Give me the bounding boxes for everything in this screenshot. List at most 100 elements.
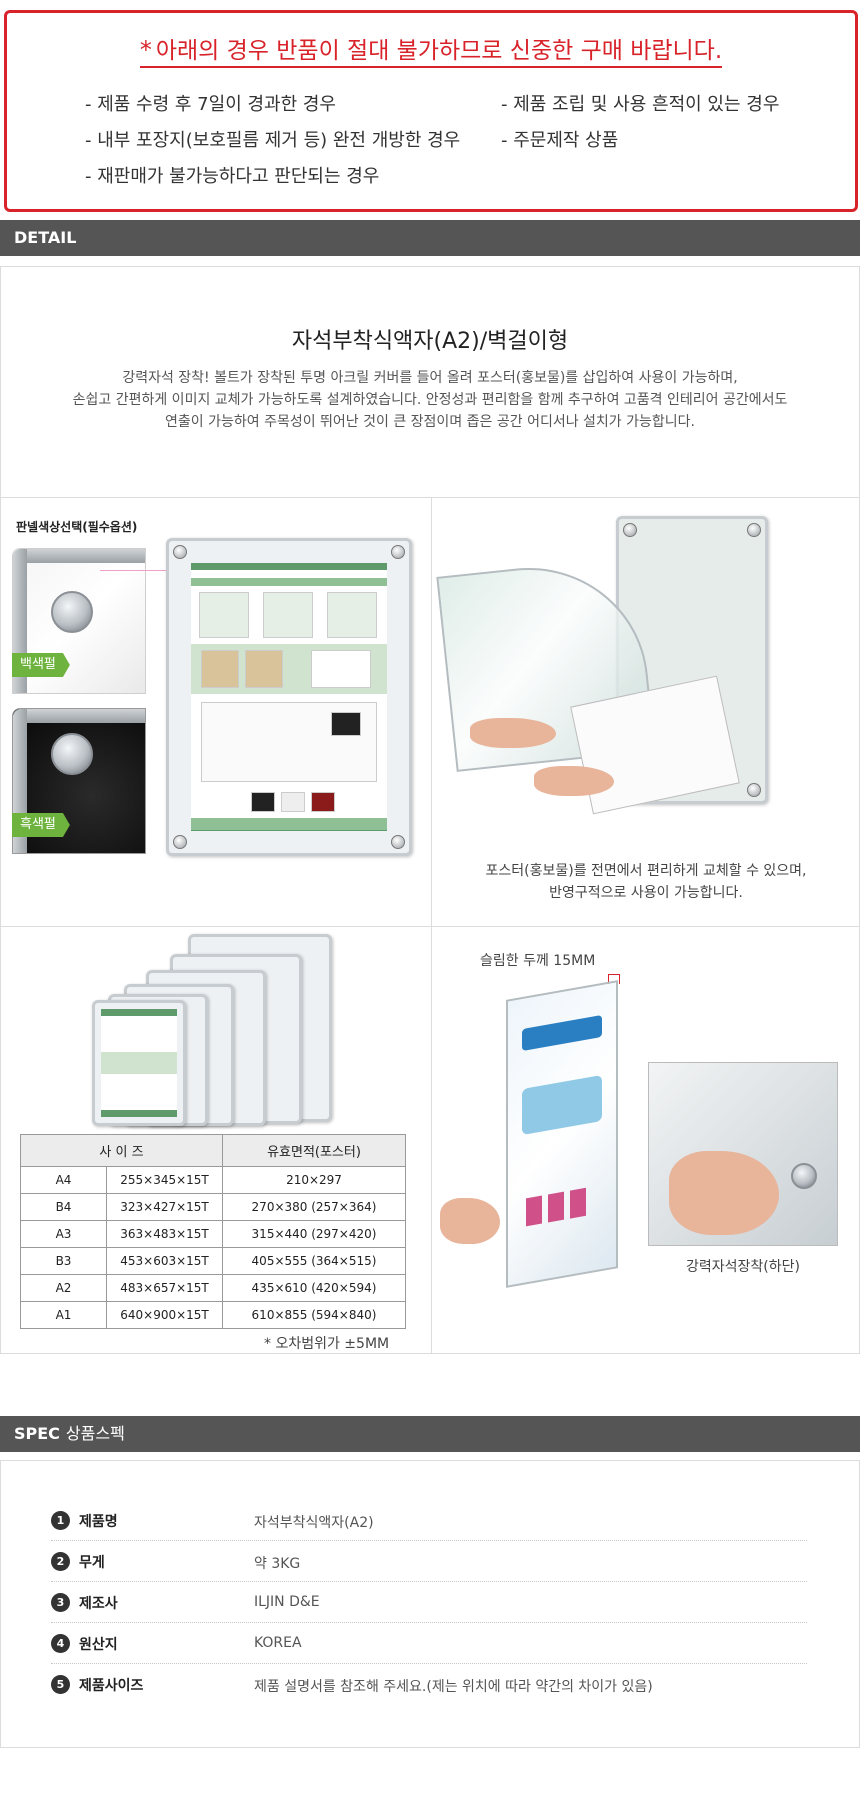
size-effective-area: 405×555 (364×515) xyxy=(222,1247,406,1275)
black-pearl-label: 흑색펄 xyxy=(12,813,70,837)
size-dimension: 453×603×15T xyxy=(106,1247,223,1275)
notice-item-2: - 제품 조립 및 사용 흔적이 있는 경우 xyxy=(501,94,780,115)
size-header: 사 이 즈 xyxy=(20,1134,223,1167)
table-row: A4 255×345×15T 210×297 xyxy=(20,1166,406,1194)
detail-section-bar: DETAIL xyxy=(0,220,860,256)
spec-label: 무게 xyxy=(79,1555,105,1571)
spec-row-weight: 2 무게 약 3KG xyxy=(51,1541,807,1582)
spec-value: 자석부착식액자(A2) xyxy=(254,1515,374,1531)
size-dimension: 640×900×15T xyxy=(106,1301,223,1329)
magnet-caption: 강력자석장착(하단) xyxy=(686,1259,800,1275)
hand-image xyxy=(470,718,556,748)
spec-number-badge: 4 xyxy=(51,1634,70,1653)
poster-product-block xyxy=(548,1191,564,1223)
spec-value: 제품 설명서를 참조해 주세요.(제는 위치에 따라 약간의 차이가 있음) xyxy=(254,1679,653,1695)
size-table: 사 이 즈 유효면적(포스터) A4 255×345×15T 210×297 B… xyxy=(20,1134,406,1329)
notice-title-text: 아래의 경우 반품이 절대 불가하므로 신중한 구매 바랍니다. xyxy=(155,38,723,64)
magnet-icon xyxy=(791,1163,817,1189)
corner-bolt-icon xyxy=(173,835,187,849)
product-title: 자석부착식액자(A2)/벽걸이형 xyxy=(291,329,569,354)
poster-cell xyxy=(311,650,371,688)
notice-item-4: - 주문제작 상품 xyxy=(501,130,619,151)
poster-heading-block xyxy=(522,1074,602,1136)
size-effective-area: 435×610 (420×594) xyxy=(222,1274,406,1302)
table-row: A1 640×900×15T 610×855 (594×840) xyxy=(20,1301,406,1329)
size-code: A1 xyxy=(20,1301,107,1329)
description-line-2: 손쉽고 간편하게 이미지 교체가 가능하도록 설계하였습니다. 안정성과 편리함… xyxy=(72,392,788,408)
spec-label: 제품명 xyxy=(79,1514,118,1530)
size-code: B4 xyxy=(20,1193,107,1221)
white-pearl-label: 백색펄 xyxy=(12,653,70,677)
pointer-line xyxy=(100,570,176,571)
size-dimension: 255×345×15T xyxy=(106,1166,223,1194)
corner-bolt-icon xyxy=(747,523,761,537)
poster-cell xyxy=(311,792,335,812)
spec-number-badge: 1 xyxy=(51,1511,70,1530)
poster-product-block xyxy=(526,1195,542,1227)
poster-cell xyxy=(199,592,249,638)
slim-frame-image xyxy=(506,980,618,1288)
poster-mid-band xyxy=(101,1052,177,1074)
magnet-closeup-image xyxy=(648,1062,838,1246)
table-row: A2 483×657×15T 435×610 (420×594) xyxy=(20,1274,406,1302)
return-notice-box: *아래의 경우 반품이 절대 불가하므로 신중한 구매 바랍니다. - 제품 수… xyxy=(4,10,858,212)
stacked-frame-a4 xyxy=(92,1000,186,1126)
size-code: A2 xyxy=(20,1274,107,1302)
detail-section-label: DETAIL xyxy=(14,228,77,247)
size-effective-area: 210×297 xyxy=(222,1166,406,1194)
spec-row-product-size: 5 제품사이즈 제품 설명서를 참조해 주세요.(제는 위치에 따라 약간의 차… xyxy=(51,1664,807,1705)
corner-bolt-icon xyxy=(391,545,405,559)
spec-value: KOREA xyxy=(254,1635,302,1651)
description-line-3: 연출이 가능하여 주목성이 뛰어난 것이 큰 장점이며 좁은 공간 어디서나 설… xyxy=(165,414,695,430)
size-dimension: 323×427×15T xyxy=(106,1193,223,1221)
spec-section-bar: SPEC 상품스펙 xyxy=(0,1416,860,1452)
spec-table: 1 제품명 자석부착식액자(A2) 2 무게 약 3KG 3 제조사 ILJIN… xyxy=(0,1460,860,1748)
poster-cell xyxy=(331,712,361,736)
table-row: B3 453×603×15T 405×555 (364×515) xyxy=(20,1247,406,1275)
size-effective-area: 610×855 (594×840) xyxy=(222,1301,406,1329)
corner-bolt-icon xyxy=(623,523,637,537)
poster-footer-band xyxy=(191,818,387,830)
white-pearl-swatch[interactable]: 백색펄 xyxy=(12,548,146,694)
poster-cell xyxy=(201,650,239,688)
table-row: A3 363×483×15T 315×440 (297×420) xyxy=(20,1220,406,1248)
notice-star: * xyxy=(139,36,152,64)
spec-row-origin: 4 원산지 KOREA xyxy=(51,1623,807,1664)
notice-title: *아래의 경우 반품이 절대 불가하므로 신중한 구매 바랍니다. xyxy=(7,31,855,68)
size-table-header: 사 이 즈 유효면적(포스터) xyxy=(20,1134,406,1167)
spec-label: 제품사이즈 xyxy=(79,1678,144,1694)
black-pearl-swatch[interactable]: 흑색펄 xyxy=(12,708,146,854)
thickness-label: 슬림한 두께 15MM xyxy=(480,953,596,969)
corner-bolt-icon xyxy=(173,545,187,559)
spec-number-badge: 2 xyxy=(51,1552,70,1571)
poster-cell xyxy=(281,792,305,812)
notice-item-3: - 내부 포장지(보호필름 제거 등) 완전 개방한 경우 xyxy=(85,130,461,151)
mock-poster xyxy=(191,563,387,831)
mock-poster xyxy=(101,1009,177,1117)
poster-product-block xyxy=(570,1187,586,1219)
spec-section-label: SPEC xyxy=(14,1424,60,1443)
notice-item-1: - 제품 수령 후 7일이 경과한 경우 xyxy=(85,94,336,115)
panel-color-title: 판넬색상선택(필수옵션) xyxy=(16,520,138,534)
spec-label: 제조사 xyxy=(79,1596,118,1612)
poster-cell xyxy=(263,592,313,638)
poster-heading-block xyxy=(522,1014,602,1052)
spec-section-label-ko: 상품스펙 xyxy=(65,1424,125,1443)
detail-intro: 자석부착식액자(A2)/벽걸이형 강력자석 장착! 볼트가 장착된 투명 아크릴… xyxy=(0,266,860,498)
bolt-icon xyxy=(51,591,93,633)
poster-cell xyxy=(245,650,283,688)
size-dimension: 363×483×15T xyxy=(106,1220,223,1248)
spec-value: 약 3KG xyxy=(254,1556,301,1572)
notice-item-5: - 재판매가 불가능하다고 판단되는 경우 xyxy=(85,166,380,187)
frame-edge-top xyxy=(13,709,145,723)
size-code: B3 xyxy=(20,1247,107,1275)
hand-image xyxy=(440,1198,500,1244)
size-effective-area: 315×440 (297×420) xyxy=(222,1220,406,1248)
poster-header-band xyxy=(191,578,387,586)
product-description: 강력자석 장착! 볼트가 장착된 투명 아크릴 커버를 들어 올려 포스터(홍보… xyxy=(1,367,859,433)
frame-edge-top xyxy=(13,549,145,563)
spec-row-manufacturer: 3 제조사 ILJIN D&E xyxy=(51,1582,807,1623)
hand-image xyxy=(534,766,614,796)
corner-bolt-icon xyxy=(747,783,761,797)
bolt-icon xyxy=(51,733,93,775)
